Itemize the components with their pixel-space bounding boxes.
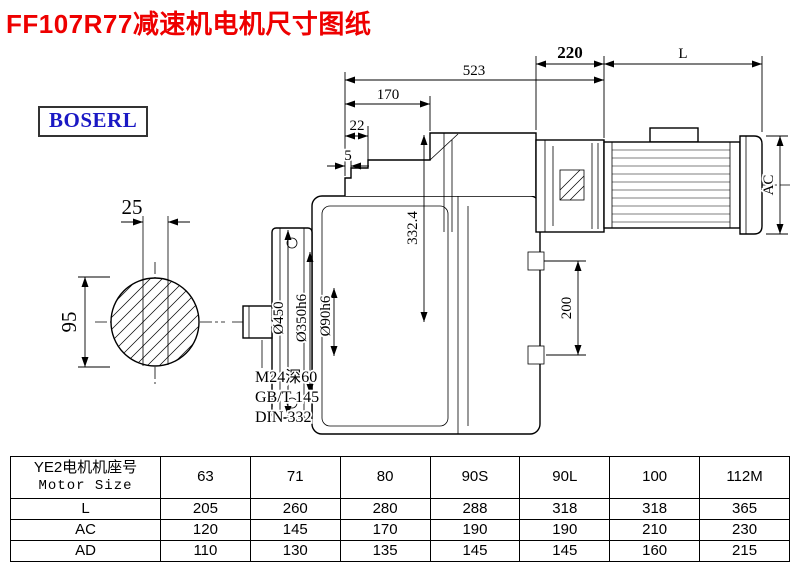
table-row-AC: AC 120 145 170 190 190 210 230: [10, 519, 790, 541]
motor-size-label-en: Motor Size: [38, 478, 133, 495]
table-cell: 145: [519, 540, 611, 562]
table-cell: 190: [429, 519, 521, 541]
terminal-box: [649, 127, 699, 143]
table-header-row: YE2电机机座号 Motor Size 63 71 80 90S 90L 100…: [10, 456, 790, 499]
table-cell: 170: [339, 519, 431, 541]
dim-label-220: 220: [557, 43, 583, 62]
table-cell: 130: [249, 540, 341, 562]
table-cell: 160: [609, 540, 701, 562]
row-label: L: [10, 498, 161, 520]
dim-label-95: 95: [57, 312, 81, 333]
size-column-header: 100: [609, 456, 701, 499]
brand-text: BOSERL: [49, 108, 138, 132]
brand-logo-box: BOSERL: [38, 106, 149, 137]
motor-size-table: YE2电机机座号 Motor Size 63 71 80 90S 90L 100…: [10, 456, 790, 562]
note-din-standard: DIN 332: [255, 409, 311, 426]
table-cell: 230: [699, 519, 790, 541]
gearbox-body: [311, 132, 545, 435]
motor: [603, 127, 763, 235]
dim-label-d90h6: Ø90h6: [318, 295, 334, 336]
table-cell: 120: [160, 519, 251, 541]
dim-label-d450: Ø450: [271, 301, 287, 334]
table-cell: 145: [249, 519, 341, 541]
table-cell: 365: [699, 498, 790, 520]
flange-bolt-hole-top: [286, 237, 298, 249]
table-cell: 318: [519, 498, 611, 520]
dim-label-170: 170: [377, 87, 400, 103]
table-cell: 110: [160, 540, 251, 562]
motor-body: [603, 141, 741, 229]
dim-label-d350h6: Ø350h6: [294, 293, 310, 342]
dimension-lines: [78, 56, 788, 416]
dim-label-L: L: [678, 46, 687, 62]
table-row-AD: AD 110 130 135 145 145 160 215: [10, 540, 790, 562]
row-label: AD: [10, 540, 161, 562]
oil-plug-lower: [527, 345, 545, 365]
motor-size-label-cn: YE2电机机座号: [33, 459, 138, 477]
table-cell: 318: [609, 498, 701, 520]
note-gbt-standard: GB/T 145: [255, 389, 319, 406]
oil-plug-upper: [527, 251, 545, 271]
technical-drawing: 523 220 L 170 22 5 25 95 Ø450 Ø350h6 Ø90…: [55, 41, 790, 435]
shaft-end-view: [110, 216, 200, 367]
dim-label-200: 200: [559, 297, 575, 320]
dim-label-5: 5: [344, 148, 352, 164]
table-cell: 145: [429, 540, 521, 562]
table-cell: 190: [519, 519, 611, 541]
table-cell: 135: [339, 540, 431, 562]
page-title: FF107R77减速机电机尺寸图纸: [6, 9, 372, 39]
fan-cowl: [739, 135, 763, 235]
size-column-header: 63: [160, 456, 251, 499]
note-thread-spec: M24深60: [255, 368, 317, 386]
table-cell: 215: [699, 540, 790, 562]
table-cell: 280: [339, 498, 431, 520]
dim-label-332-4: 332.4: [405, 211, 421, 245]
table-row-L: L 205 260 280 288 318 318 365: [10, 498, 790, 520]
row-label: AC: [10, 519, 161, 541]
size-column-header: 90S: [429, 456, 521, 499]
output-shaft: [242, 305, 273, 368]
motor-adapter: [535, 139, 605, 233]
table-cell: 260: [249, 498, 341, 520]
table-cell: 210: [609, 519, 701, 541]
motor-cooling-fins: [612, 149, 730, 223]
dim-label-22: 22: [350, 118, 365, 134]
dim-label-25: 25: [122, 195, 143, 219]
table-cell: 288: [429, 498, 521, 520]
size-column-header: 112M: [699, 456, 790, 499]
table-cell: 205: [160, 498, 251, 520]
dim-label-AC: AC: [761, 175, 777, 196]
dim-label-523: 523: [463, 63, 486, 79]
size-column-header: 90L: [519, 456, 611, 499]
size-column-header: 71: [249, 456, 341, 499]
motor-size-header-cell: YE2电机机座号 Motor Size: [10, 456, 161, 499]
size-column-header: 80: [339, 456, 431, 499]
